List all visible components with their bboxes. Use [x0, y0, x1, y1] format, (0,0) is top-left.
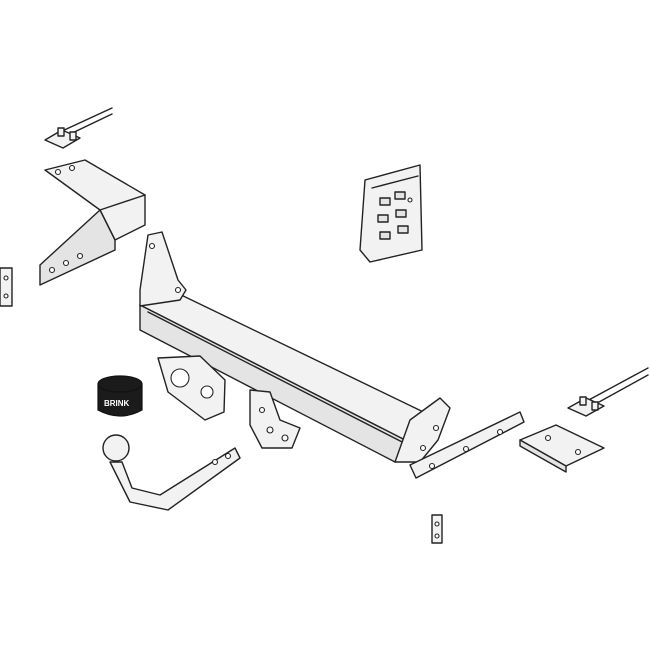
tow-bar-crossmember [139, 231, 451, 463]
instruction-card [359, 164, 423, 263]
right-bolt-set [567, 367, 649, 417]
tow-ball-neck [102, 434, 241, 511]
socket-mount-plate [157, 355, 226, 421]
ball-mount-lug [249, 389, 301, 449]
left-bolt-set [44, 107, 113, 149]
ball-cover-brand: BRINK [104, 399, 130, 408]
right-angle-bracket [519, 424, 605, 473]
ball-cover: BRINK [97, 375, 143, 417]
left-side-bracket [39, 159, 146, 286]
bottom-small-plate [431, 514, 443, 544]
left-small-plate [0, 267, 13, 307]
right-side-bracket [409, 411, 525, 479]
